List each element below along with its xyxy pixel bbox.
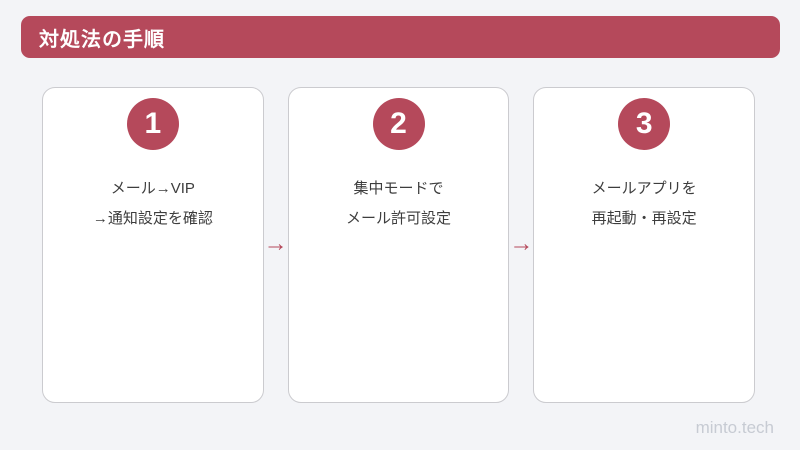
- step-text-line: →通知設定を確認: [92, 210, 213, 227]
- step-number-badge: 1: [126, 98, 179, 150]
- step-text-line: 再起動・再設定: [591, 210, 697, 227]
- step-number: 3: [635, 107, 653, 140]
- step-number: 1: [144, 107, 162, 140]
- step-number-badge: 2: [372, 98, 425, 150]
- step-number-badge: 3: [618, 98, 671, 150]
- watermark: minto.tech: [695, 418, 774, 437]
- step-card-1: 1 メール→VIP →通知設定を確認: [42, 87, 264, 403]
- step-card-2: 2 集中モードで メール許可設定: [287, 87, 510, 403]
- step-text-line: メール許可設定: [346, 210, 452, 227]
- step-number: 2: [390, 107, 407, 140]
- step-text-line: メールアプリを: [591, 180, 697, 197]
- step-card-3: 3 メールアプリを 再起動・再設定: [533, 87, 756, 403]
- arrow-right-icon: →: [509, 230, 534, 257]
- header-bar: 対処法の手順: [21, 16, 780, 58]
- page-title: 対処法の手順: [39, 28, 165, 51]
- steps-row: 1 メール→VIP →通知設定を確認 → 2 集中モードで メール許可設定 → …: [42, 87, 756, 403]
- arrow-right-icon: →: [263, 230, 288, 257]
- step-text-line: 集中モードで: [353, 180, 444, 197]
- step-text-line: メール→VIP: [110, 180, 195, 197]
